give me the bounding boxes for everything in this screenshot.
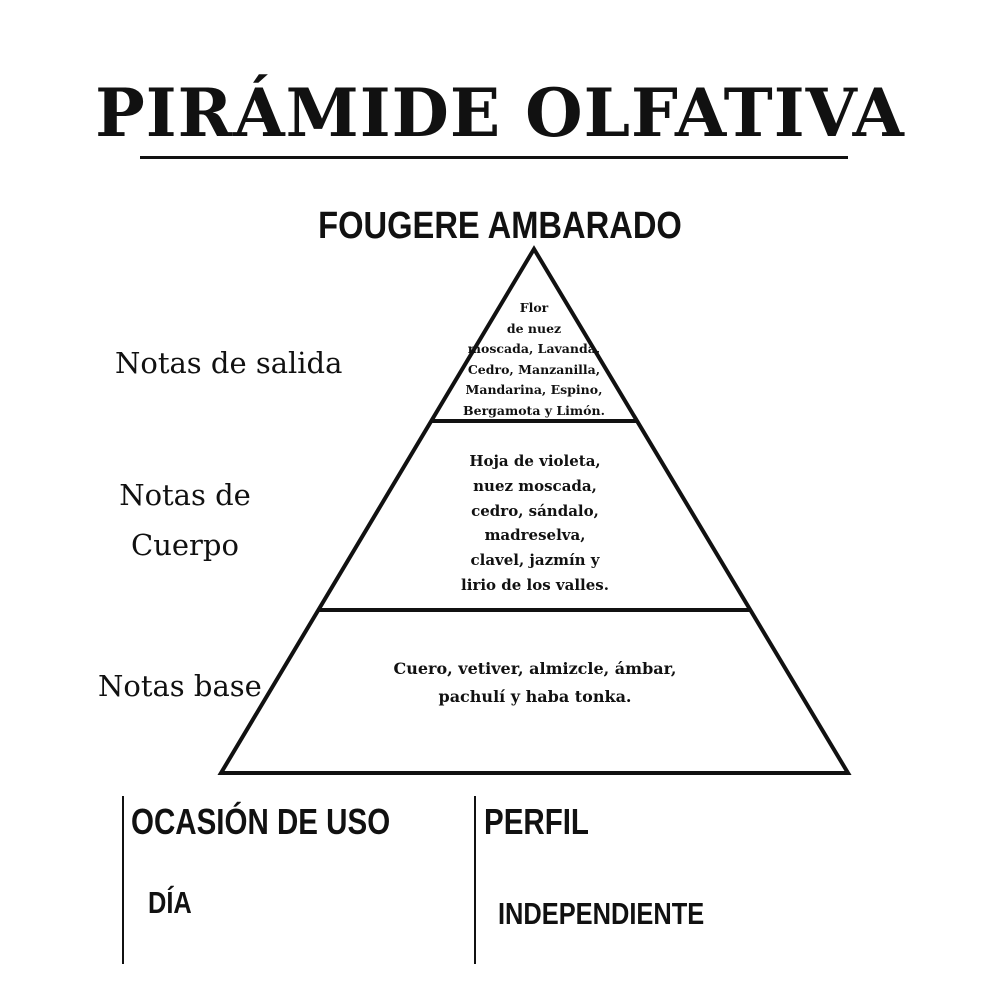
tier-label-top: Notas de salida bbox=[115, 346, 343, 380]
occasion-value: DÍA bbox=[148, 885, 192, 920]
notes-line: Bergamota y Limón. bbox=[463, 402, 605, 418]
notes-line: Hoja de violeta, bbox=[469, 452, 601, 470]
notes-line: cedro, sándalo, bbox=[471, 501, 599, 520]
tier-label-base: Notas base bbox=[98, 669, 262, 703]
notes-line: lirio de los valles. bbox=[461, 575, 609, 594]
notes-line: moscada, Lavanda, bbox=[467, 341, 601, 356]
notes-line: pachulí y haba tonka. bbox=[438, 687, 632, 706]
notes-line: Mandarina, Espino, bbox=[465, 382, 603, 397]
tier-label-middle: Notas de Cuerpo bbox=[115, 470, 255, 570]
profile-value: INDEPENDIENTE bbox=[498, 896, 705, 931]
notes-line: Cuero, vetiver, almizcle, ámbar, bbox=[393, 659, 677, 678]
notes-line: Flor bbox=[519, 300, 549, 315]
tier-notes-middle: Hoja de violeta, nuez moscada, cedro, sá… bbox=[430, 449, 640, 598]
tier-label-line: Cuerpo bbox=[131, 528, 239, 562]
pyramid-outline bbox=[217, 245, 852, 775]
tier-label-line: Notas de bbox=[119, 478, 251, 512]
notes-line: Cedro, Manzanilla, bbox=[467, 361, 601, 377]
tier-notes-base: Cuero, vetiver, almizcle, ámbar, pachulí… bbox=[352, 655, 718, 711]
notes-line: clavel, jazmín y bbox=[470, 551, 600, 570]
notes-line: nuez moscada, bbox=[473, 476, 597, 495]
title-underline bbox=[140, 156, 848, 159]
profile-heading: PERFIL bbox=[484, 801, 589, 842]
page-title: PIRÁMIDE OLFATIVA bbox=[95, 74, 905, 152]
fragrance-name: FOUGERE AMBARADO bbox=[318, 205, 682, 247]
occasion-heading: OCASIÓN DE USO bbox=[131, 801, 391, 842]
tier-notes-top: Flor de nuez moscada, Lavanda, Cedro, Ma… bbox=[454, 298, 614, 421]
occasion-divider bbox=[122, 796, 124, 964]
notes-line: madreselva, bbox=[484, 526, 586, 545]
profile-divider bbox=[474, 796, 476, 964]
notes-line: de nuez bbox=[506, 320, 562, 336]
